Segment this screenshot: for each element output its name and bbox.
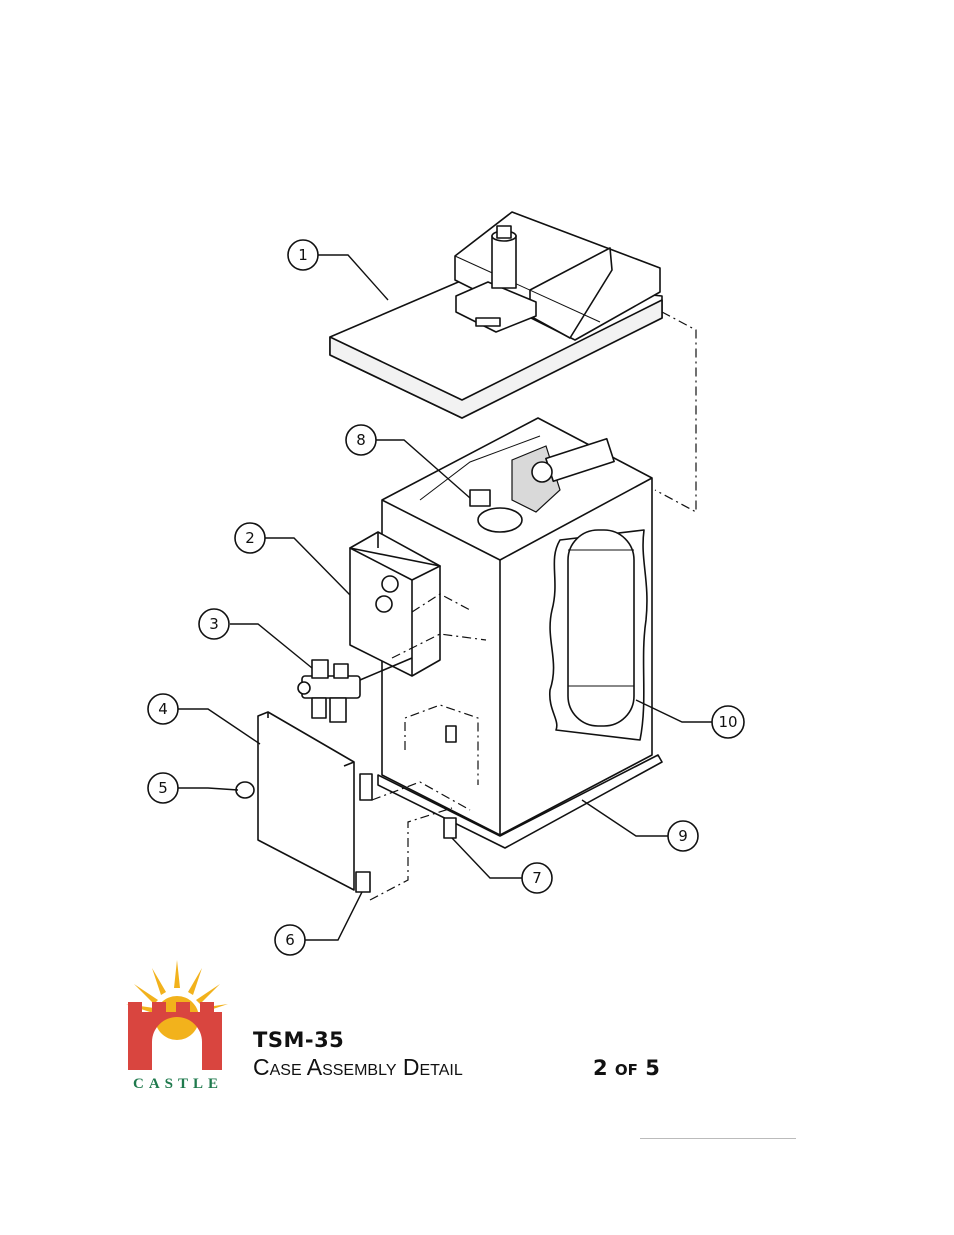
callout-6-label: 6 <box>285 931 295 949</box>
callout-10-label: 10 <box>718 713 737 731</box>
callout-1: 1 <box>287 239 319 271</box>
callout-7-label: 7 <box>532 869 542 887</box>
footer-rule <box>640 1138 796 1139</box>
callout-4-label: 4 <box>158 700 168 718</box>
callout-2: 2 <box>234 522 266 554</box>
page-indicator: 2 of 5 <box>593 1056 660 1080</box>
callout-3-label: 3 <box>209 615 219 633</box>
callout-8: 8 <box>345 424 377 456</box>
callout-2-label: 2 <box>245 529 255 547</box>
hinge-lower <box>355 871 371 893</box>
leader-lines <box>178 254 712 941</box>
door-panel <box>257 711 355 891</box>
callout-4: 4 <box>147 693 179 725</box>
logo-wordmark: CASTLE <box>132 1076 224 1092</box>
electrical-box <box>349 531 441 677</box>
callout-5: 5 <box>147 772 179 804</box>
callout-5-label: 5 <box>158 779 168 797</box>
callout-9: 9 <box>667 820 699 852</box>
callout-8-label: 8 <box>356 431 366 449</box>
drawing-title: Case Assembly Detail <box>253 1054 463 1080</box>
tower-icon <box>128 1002 222 1070</box>
subtitle-row: Case Assembly Detail 2 of 5 <box>253 1054 660 1081</box>
top-table-assembly <box>329 211 663 419</box>
top-alignment-line <box>654 311 697 514</box>
callout-3: 3 <box>198 608 230 640</box>
filter-regulator <box>297 657 413 723</box>
hinge-cabinet <box>443 725 457 839</box>
callout-1-label: 1 <box>298 246 308 264</box>
model-number: TSM-35 <box>253 1028 345 1052</box>
callout-6: 6 <box>274 924 306 956</box>
castle-logo <box>126 960 228 1070</box>
knob <box>235 781 255 799</box>
callout-9-label: 9 <box>678 827 688 845</box>
title-block: TSM-35 Case Assembly Detail 2 of 5 <box>253 1028 660 1081</box>
hinge-upper <box>359 773 373 801</box>
callout-10: 10 <box>711 705 745 739</box>
callout-7: 7 <box>521 862 553 894</box>
